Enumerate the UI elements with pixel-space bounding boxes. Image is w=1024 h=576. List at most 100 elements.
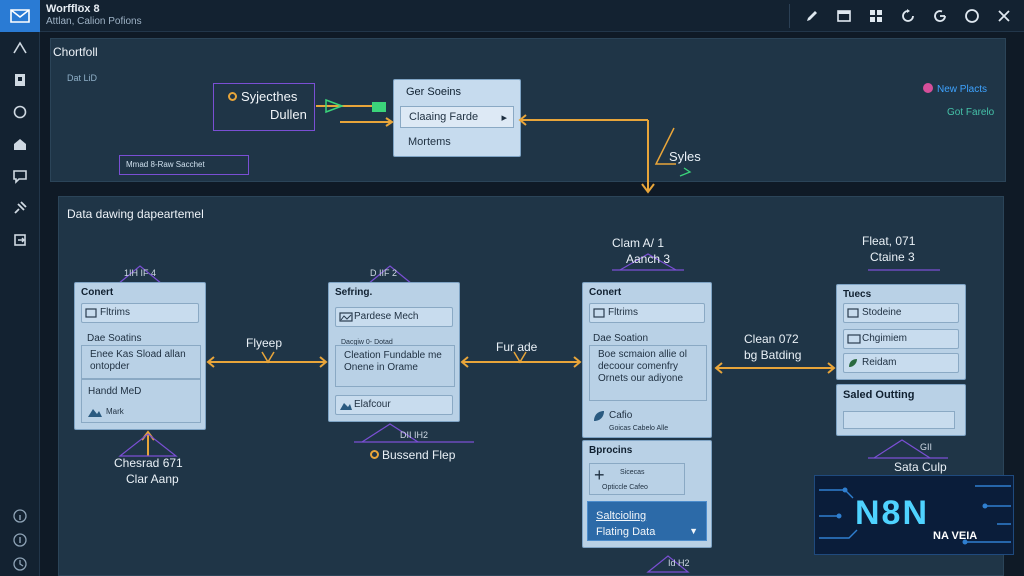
filter-icon xyxy=(593,308,605,321)
logo-main-text: N8N xyxy=(855,494,930,532)
toolbar xyxy=(789,4,1016,28)
circle-icon[interactable] xyxy=(960,4,984,28)
node-row-chgimiem[interactable]: Chgimiem xyxy=(843,329,959,349)
bottom-bracket xyxy=(646,555,690,573)
key-icon[interactable] xyxy=(8,68,32,92)
get-faredo-link[interactable]: Got Farelo xyxy=(947,107,995,118)
arrow-down-icon xyxy=(261,351,275,364)
small-box[interactable]: Mmad 8-Raw Sacchet xyxy=(119,155,249,175)
bottom-bracket xyxy=(118,433,178,457)
node-title: Conert xyxy=(81,287,114,298)
image-icon xyxy=(339,312,353,325)
node-text: Cafio xyxy=(609,410,633,421)
node-text: Opticcle Cafeo xyxy=(602,484,648,491)
menu-item-mortems[interactable]: Mortems xyxy=(408,136,451,148)
pencil-icon[interactable] xyxy=(800,4,824,28)
subjects-node[interactable]: Syjecthes Dullen xyxy=(213,83,315,131)
info-icon[interactable] xyxy=(8,504,32,528)
arrow-right-icon xyxy=(827,362,836,374)
arrow-right-icon xyxy=(319,356,328,368)
node-add-box[interactable]: + Sicecas Opticcle Cafeo xyxy=(589,463,685,495)
connector-port xyxy=(372,102,386,112)
node-title: Sefring. xyxy=(335,287,373,298)
bussend-tag: DII IH2 xyxy=(400,430,429,440)
refresh-icon[interactable] xyxy=(896,4,920,28)
node-footer-line2: Flating Data xyxy=(596,526,656,538)
node-title: Saled Outting xyxy=(843,389,915,401)
fleat-label-2: Ctaine 3 xyxy=(870,250,915,264)
node-row-stodeine[interactable]: Stodeine xyxy=(843,303,959,323)
new-places-link[interactable]: New Placts xyxy=(923,83,987,95)
top-panel-title: Chortfoll xyxy=(53,45,98,59)
styles-label: Syles xyxy=(669,149,701,164)
loop-icon[interactable] xyxy=(8,100,32,124)
arrow-right-icon xyxy=(385,117,394,127)
arrow-right-icon xyxy=(573,356,582,368)
mountain-icon xyxy=(340,400,352,413)
node-saled-outting[interactable]: Saled Outting xyxy=(836,384,966,436)
bottom-bracket xyxy=(873,439,931,459)
bottom-tag: Id H2 xyxy=(668,558,690,568)
node-setting[interactable]: Sefring. Pardese Mech Dacgiw 0- Dotad Cl… xyxy=(328,282,460,422)
node-row-paradise[interactable]: Pardese Mech xyxy=(335,307,453,327)
plug-icon[interactable] xyxy=(8,196,32,220)
node-tuecs[interactable]: Tuecs Stodeine Chgimiem Reidam xyxy=(836,284,966,380)
filter-icon xyxy=(85,308,97,321)
leaf-icon xyxy=(848,358,858,371)
node-row-filters[interactable]: Fltrims xyxy=(81,303,199,323)
node-title: Conert xyxy=(589,287,622,298)
menu-card: Ger Soeins Claaing Farde ▸ Mortems xyxy=(393,79,521,157)
flyeep-label: Flyeep xyxy=(246,336,283,350)
sata-culp-label: Sata Culp xyxy=(894,460,947,474)
node-bottom-box[interactable]: Handd MeD Mark xyxy=(81,379,201,423)
node-row-reidam[interactable]: Reidam xyxy=(843,353,959,373)
node6-input[interactable] xyxy=(843,411,955,429)
clam-label-2: Aanch 3 xyxy=(626,252,671,266)
chevron-right-icon: ▸ xyxy=(501,112,507,124)
mountain-icon xyxy=(88,404,102,422)
header-bracket xyxy=(367,265,413,285)
node1-tag: 1IH IF 4 xyxy=(124,268,157,278)
node-row-filters[interactable]: Fltrims xyxy=(589,303,705,323)
node-footer[interactable]: Saltcioling Flating Data ▼ xyxy=(587,501,707,541)
arrow-down-icon xyxy=(513,351,527,364)
close-icon[interactable] xyxy=(992,4,1016,28)
node-conert-1[interactable]: Conert Fltrims Dae Soatins Enee Kas Sloa… xyxy=(74,282,206,430)
corner-label: Dat LiD xyxy=(67,73,98,83)
fleat-label-1: Fleat, 071 xyxy=(862,234,916,248)
plus-icon: + xyxy=(594,465,605,485)
menu-title: Ger Soeins xyxy=(406,86,462,98)
node-text: Boe scmaion allie ol decoour comenfry Or… xyxy=(598,349,687,384)
settings-icon[interactable] xyxy=(928,4,952,28)
comment-icon[interactable] xyxy=(8,164,32,188)
node-text: Enee Kas Sload allan ontopder xyxy=(90,349,186,372)
caret-up-icon[interactable] xyxy=(8,36,32,60)
status-dot-icon xyxy=(228,92,237,101)
app-subtitle: Attlan, Calion Pofions xyxy=(46,16,142,27)
app-logo-icon[interactable] xyxy=(0,0,40,32)
clean-label-2: bg Batding xyxy=(744,348,802,362)
subjects-node-line2: Dullen xyxy=(270,107,307,122)
filter-icon xyxy=(847,308,859,321)
arrow-left-icon xyxy=(460,356,469,368)
subjects-node-line1: Syjecthes xyxy=(228,89,297,104)
node-text: Cleation Fundable me Onene in Orame xyxy=(344,350,442,373)
node-bprocins[interactable]: Bprocins + Sicecas Opticcle Cafeo Saltci… xyxy=(582,440,712,548)
menu-item-cleaning[interactable]: Claaing Farde ▸ xyxy=(400,106,514,128)
chevron-down-icon[interactable]: ▼ xyxy=(689,526,698,536)
clean-label-1: Clean 072 xyxy=(744,332,799,346)
clam-label-1: Clam A/ 1 xyxy=(612,236,665,250)
node-row-elafcour[interactable]: Elafcour xyxy=(335,395,453,415)
header-bracket xyxy=(117,265,163,285)
export-icon[interactable] xyxy=(8,228,32,252)
bussend-label: Bussend Flep xyxy=(370,448,455,462)
window-icon[interactable] xyxy=(832,4,856,28)
node-footer-line1: Saltcioling xyxy=(596,510,647,522)
node-text-box: Boe scmaion allie ol decoour comenfry Or… xyxy=(589,345,707,401)
history-icon[interactable] xyxy=(8,552,32,576)
home-icon[interactable] xyxy=(8,132,32,156)
grid-icon[interactable] xyxy=(864,4,888,28)
node-conert-2[interactable]: Conert Fltrims Dae Soation Boe scmaion a… xyxy=(582,282,712,438)
info-icon[interactable] xyxy=(8,528,32,552)
